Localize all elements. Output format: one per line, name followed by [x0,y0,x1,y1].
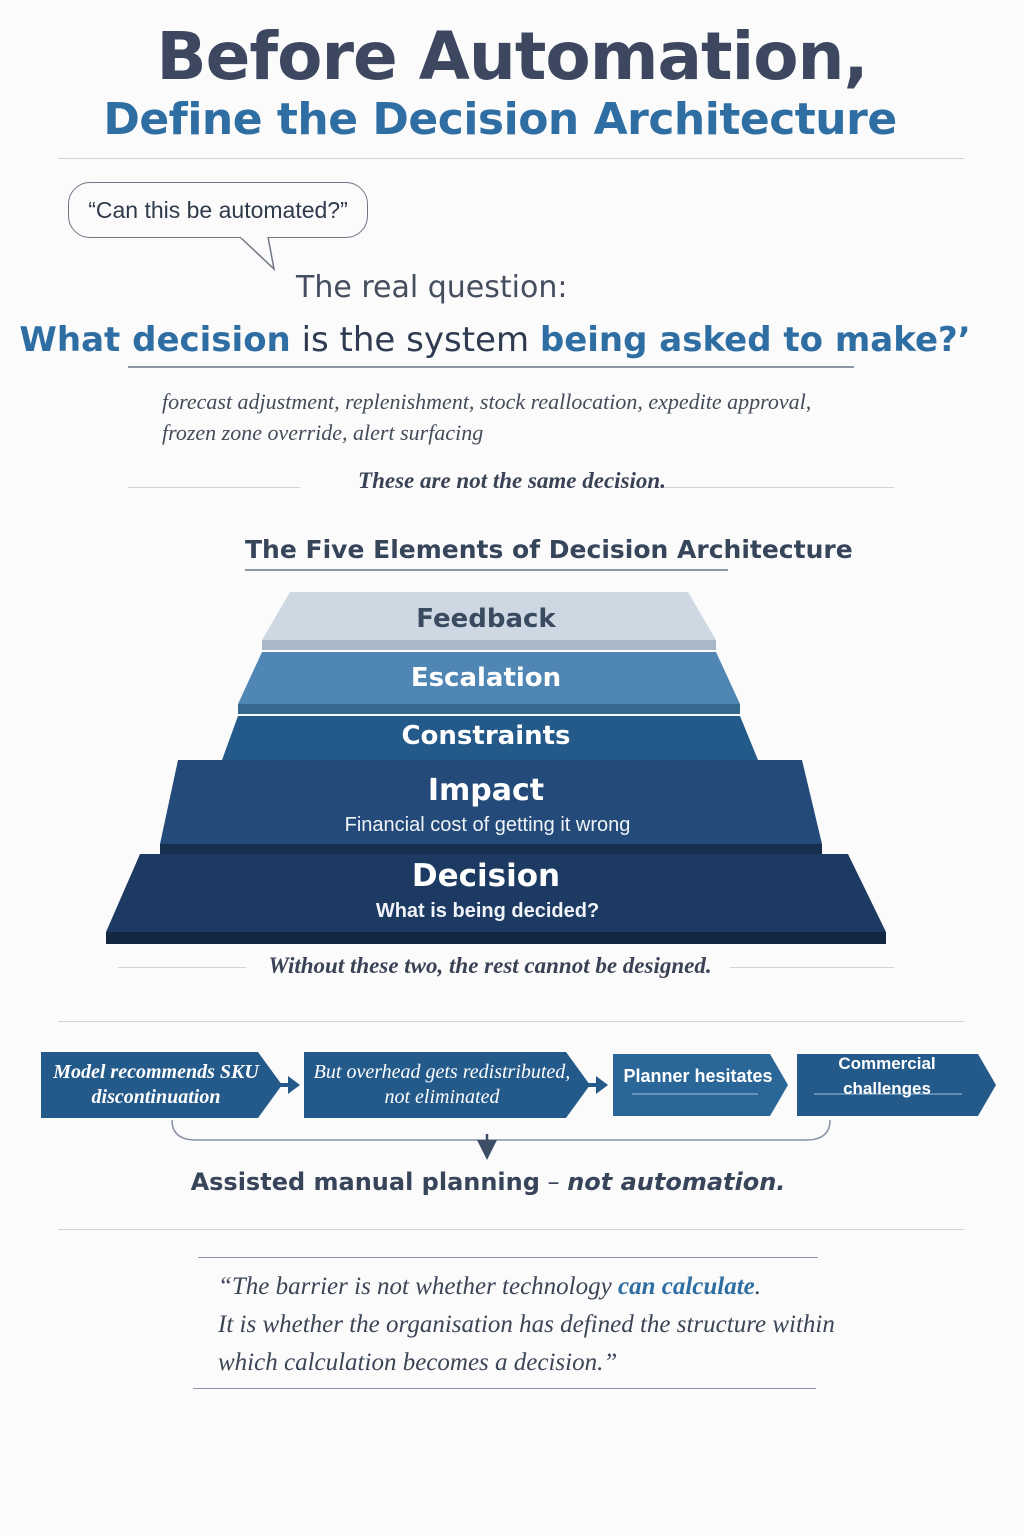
flow-step-1-text: Model recommends SKU discontinuation [44,1052,268,1118]
tier-label-impact: Impact [427,773,545,808]
tier-decision-edge [106,932,886,944]
quote-highlight: can calculate [617,1273,755,1300]
main-question-part1: What decision [19,320,291,360]
quote-line2: It is whether the organisation has defin… [218,1311,835,1338]
tier-subtitle-decision: What is being decided? [375,900,600,922]
tier-constraints-shape [222,716,758,760]
page-subtitle: Define the Decision Architecture [103,94,897,145]
flow-arrow-1 [280,1076,300,1094]
main-question: What decision is the system being asked … [0,320,990,360]
main-question-part2: is the system [290,320,540,360]
tier-label-escalation: Escalation [410,663,562,693]
flow-diagram [41,1052,996,1160]
tier-impact-edge [160,844,822,854]
main-question-underline [128,366,854,368]
flow-arrow-2 [588,1076,608,1094]
flow-step-3-text: Planner hesitates [613,1056,783,1096]
flow-conclusion-dash: – [539,1168,568,1196]
flow-step-4-label: Commercial challenges [838,1054,936,1098]
decision-examples: forecast adjustment, replenishment, stoc… [162,386,842,448]
flow-step-1-line2: discontinuation [91,1086,221,1108]
flow-conclusion-bold: Assisted manual planning [190,1168,540,1196]
tier-feedback-edge [262,640,716,650]
quote-open: “The barrier is not whether technology [218,1273,618,1300]
decision-examples-line1: forecast adjustment, replenishment, stoc… [162,389,812,414]
flow-step-1-shape [41,1052,282,1118]
flow-conclusion-italic: not automation. [567,1168,786,1196]
pyramid-tier-feedback [262,592,716,650]
quote-line3: which calculation becomes a decision.” [218,1349,618,1376]
pyramid-heading-underline [245,569,728,571]
tier-subtitle-impact: Financial cost of getting it wrong [344,814,631,836]
tier-label-decision: Decision [411,858,561,894]
speech-bubble-tail [239,236,276,272]
quote-line1: “The barrier is not whether technology c… [218,1268,838,1306]
flow-step-4-text: Commercial challenges [797,1054,977,1098]
not-same-rule-right [642,487,894,488]
not-same-statement: These are not the same decision. [358,468,666,493]
tier-label-feedback: Feedback [416,604,556,634]
pyramid-tier-escalation [238,652,740,714]
speech-bubble: “Can this be automated?” [68,182,368,238]
tier-escalation-shape [238,652,740,704]
pyramid-tier-impact [160,760,822,854]
tier-impact-shape [160,760,822,844]
flow-step-2-shape [304,1052,590,1118]
decision-pyramid [106,592,886,944]
caption-rule-right [730,967,894,968]
pyramid-caption: Without these two, the rest cannot be de… [268,953,712,978]
flow-step-2-text: But overhead gets redistributed, not eli… [306,1052,578,1118]
main-question-part3: being asked to make?’ [539,320,971,360]
tier-escalation-edge [238,704,740,714]
quote-after-highlight: . [754,1273,762,1300]
tier-label-constraints: Constraints [401,721,571,751]
quote-section-divider [58,1229,964,1230]
real-question-label: The real question: [296,270,568,305]
pyramid-heading: The Five Elements of Decision Architectu… [245,535,853,564]
quote-rule-top [198,1257,818,1258]
flow-bracket [171,1119,831,1141]
pyramid-tier-decision [106,854,886,944]
flow-step-2-line1: But overhead gets redistributed, [313,1061,571,1083]
flow-step-4-shape [797,1054,996,1116]
tier-decision-shape [106,854,886,932]
caption-rule-left [118,967,246,968]
not-same-rule-left [128,487,300,488]
quote-rule-bottom [193,1388,816,1389]
decision-examples-line2: frozen zone override, alert surfacing [162,420,484,445]
flow-step-2-line2: not eliminated [384,1086,500,1108]
flow-step-3-shape [613,1054,788,1116]
flow-step-1-line1: Model recommends SKU [53,1061,259,1083]
speech-bubble-text: “Can this be automated?” [88,196,348,223]
page-title: Before Automation, [156,18,868,95]
flow-step-3-label: Planner hesitates [623,1065,773,1086]
tier-feedback-shape [262,592,716,640]
section-divider [58,1021,964,1022]
flow-conclusion: Assisted manual planning – not automatio… [0,1168,976,1196]
closing-quote: “The barrier is not whether technology c… [218,1268,838,1382]
header-divider [58,158,964,159]
